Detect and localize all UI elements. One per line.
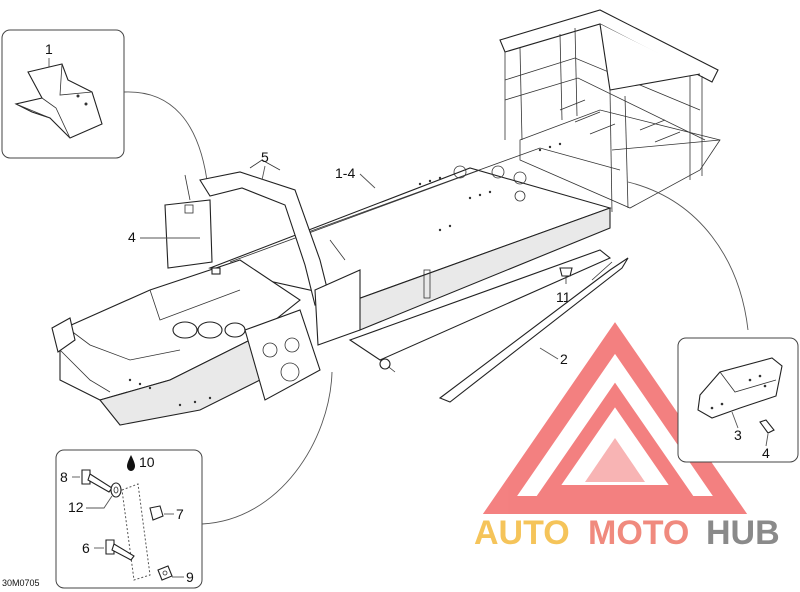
callout-7: 7 xyxy=(176,506,184,522)
chassis-frame xyxy=(51,9,721,426)
callout-11: 11 xyxy=(556,289,571,305)
callout-8: 8 xyxy=(60,469,68,485)
bolt-11 xyxy=(559,267,573,284)
callout-1-4: 1-4 xyxy=(335,165,355,181)
watermark-hub: HUB xyxy=(706,514,780,552)
callout-2: 2 xyxy=(560,351,568,367)
strip-part-2 xyxy=(438,257,629,403)
watermark-moto: MOTO xyxy=(588,514,689,552)
inset-hardware: 10 8 12 7 6 9 xyxy=(55,449,203,589)
watermark-logo xyxy=(482,322,748,514)
callout-3-inset: 3 xyxy=(734,427,742,443)
diagram-code: 30M0705 xyxy=(2,578,40,588)
watermark-auto: AUTO xyxy=(474,514,570,552)
callout-5: 5 xyxy=(261,149,269,165)
callout-10: 10 xyxy=(139,454,155,470)
inset-part-3-4: 3 4 xyxy=(677,337,799,463)
callout-12: 12 xyxy=(68,499,84,515)
inset-part-1: 1 xyxy=(1,29,125,159)
callout-4-main: 4 xyxy=(128,229,136,245)
watermark-text: AUTO MOTO HUB xyxy=(474,514,780,552)
callout-4-inset: 4 xyxy=(762,445,770,461)
thread-locker-icon xyxy=(127,455,135,471)
callout-6: 6 xyxy=(82,540,90,556)
callout-9: 9 xyxy=(186,569,194,585)
callout-1-inset: 1 xyxy=(45,41,53,57)
